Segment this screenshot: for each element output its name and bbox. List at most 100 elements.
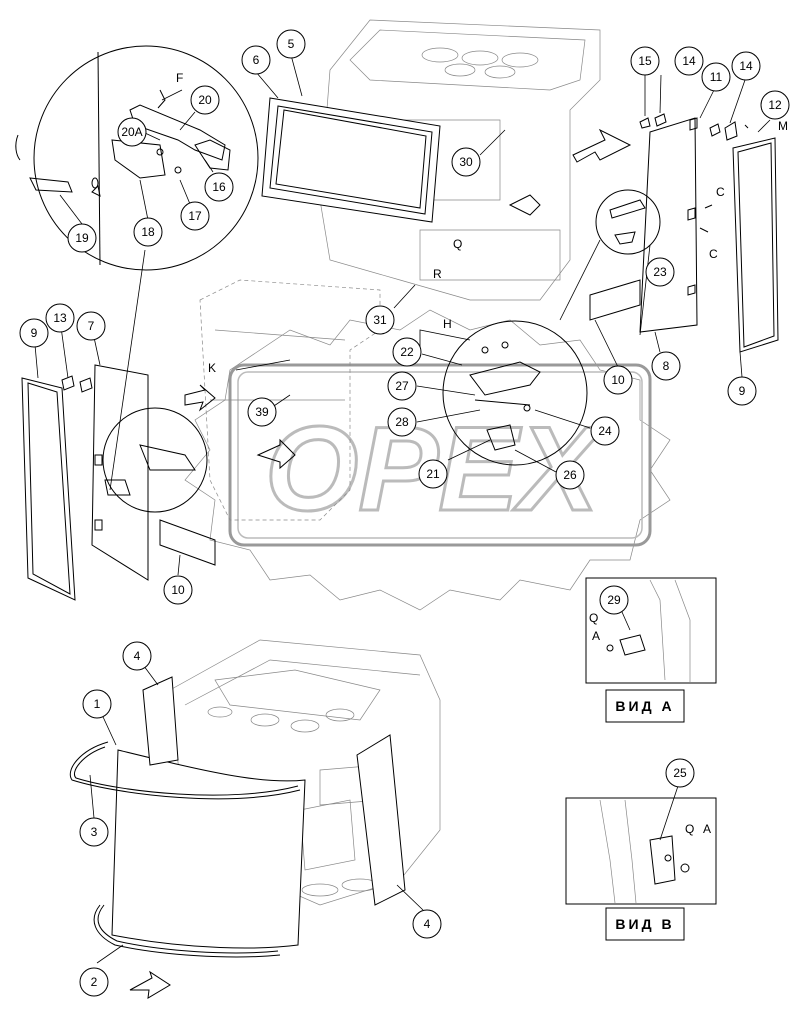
callout-14-b: 14 (731, 51, 761, 81)
svg-text:16: 16 (212, 180, 226, 194)
svg-text:9: 9 (31, 326, 38, 340)
svg-text:24: 24 (598, 424, 612, 438)
front-glass-1 (111, 749, 306, 949)
svg-text:2: 2 (91, 975, 98, 989)
letter-Q-view-a: Q (589, 611, 598, 625)
letter-R: R (433, 267, 442, 281)
callout-5: 5 (276, 29, 306, 59)
view-a-label: ВИД А (615, 698, 674, 714)
svg-text:14: 14 (682, 54, 696, 68)
callout-14-a: 14 (674, 46, 704, 76)
svg-text:1: 1 (94, 697, 101, 711)
svg-text:19: 19 (75, 231, 89, 245)
callout-4-top: 4 (122, 641, 152, 671)
right-door-8 (639, 117, 698, 333)
callout-9-left: 9 (19, 318, 49, 348)
seal-strip-3 (69, 741, 301, 800)
watermark-gear (184, 309, 671, 611)
view-b-box: ВИД В (565, 797, 717, 941)
svg-text:20: 20 (198, 93, 212, 107)
callout-1: 1 (82, 689, 112, 719)
svg-text:3: 3 (91, 825, 98, 839)
callout-27: 27 (387, 371, 417, 401)
callout-28: 28 (387, 407, 417, 437)
rear-window-6 (261, 97, 441, 223)
svg-text:25: 25 (673, 766, 687, 780)
leader-lines (34, 54, 771, 964)
left-door-7 (91, 364, 149, 581)
callout-23: 23 (645, 257, 675, 287)
callouts: 5 6 20 20A 16 17 18 19 30 15 14 11 14 12… (19, 29, 790, 997)
middle-cab-frame (184, 279, 381, 521)
svg-text:15: 15 (638, 54, 652, 68)
svg-text:8: 8 (663, 359, 670, 373)
svg-text:21: 21 (426, 467, 440, 481)
svg-text:22: 22 (400, 345, 414, 359)
svg-text:31: 31 (373, 313, 387, 327)
svg-text:10: 10 (171, 583, 185, 597)
letter-K: K (208, 361, 216, 375)
callout-15: 15 (630, 46, 660, 76)
callout-10-left: 10 (163, 575, 193, 605)
svg-text:12: 12 (768, 98, 782, 112)
callout-7: 7 (76, 311, 106, 341)
svg-text:27: 27 (395, 379, 409, 393)
side-glass-4 (142, 676, 406, 906)
view-b-label: ВИД В (615, 916, 674, 932)
detail-circle-strut (419, 320, 588, 466)
right-seal-9 (732, 137, 779, 353)
right-small-parts (589, 113, 749, 321)
letter-labels: F R Q H K M C C Q A Q A (176, 71, 788, 836)
letter-F: F (176, 71, 183, 85)
svg-text:14: 14 (739, 59, 753, 73)
watermark-frame (228, 363, 652, 547)
view-a-box: ВИД А (585, 577, 717, 723)
callout-12: 12 (760, 90, 790, 120)
callout-24: 24 (590, 416, 620, 446)
left-seal-9 (21, 377, 76, 601)
letter-A-view-b: A (703, 822, 711, 836)
svg-text:29: 29 (607, 593, 621, 607)
callout-2: 2 (79, 967, 109, 997)
letter-M: M (778, 119, 788, 133)
svg-text:9: 9 (739, 384, 746, 398)
svg-text:26: 26 (563, 468, 577, 482)
svg-text:30: 30 (459, 155, 473, 169)
svg-text:17: 17 (188, 209, 202, 223)
callout-25: 25 (665, 758, 695, 788)
letter-H: H (443, 317, 452, 331)
callout-21: 21 (418, 459, 448, 489)
callout-17: 17 (180, 201, 210, 231)
callout-3: 3 (79, 817, 109, 847)
svg-text:28: 28 (395, 415, 409, 429)
callout-6: 6 (241, 45, 271, 75)
upper-cab-frame (319, 19, 632, 301)
svg-text:4: 4 (424, 917, 431, 931)
callout-26: 26 (555, 460, 585, 490)
callout-13: 13 (45, 303, 75, 333)
svg-text:23: 23 (653, 265, 667, 279)
callout-9-right: 9 (727, 376, 757, 406)
letter-Q-view-b: Q (685, 822, 694, 836)
letter-A-view-a: A (592, 629, 600, 643)
svg-text:6: 6 (253, 53, 260, 67)
svg-text:13: 13 (53, 311, 67, 325)
letter-C-lower: C (709, 247, 718, 261)
callout-39: 39 (247, 397, 277, 427)
callout-11: 11 (701, 62, 731, 92)
letter-C-upper: C (716, 185, 725, 199)
callout-29: 29 (599, 585, 629, 615)
callout-16: 16 (204, 172, 234, 202)
svg-text:18: 18 (141, 225, 155, 239)
detail-circle-right (559, 189, 661, 336)
callout-10-right: 10 (603, 365, 633, 395)
svg-text:11: 11 (710, 70, 723, 84)
svg-text:10: 10 (611, 373, 625, 387)
callout-20a: 20A (117, 117, 147, 147)
callout-4-bottom: 4 (412, 909, 442, 939)
callout-22: 22 (392, 337, 422, 367)
callout-20: 20 (190, 85, 220, 115)
callout-8: 8 (651, 351, 681, 381)
svg-text:5: 5 (288, 37, 295, 51)
